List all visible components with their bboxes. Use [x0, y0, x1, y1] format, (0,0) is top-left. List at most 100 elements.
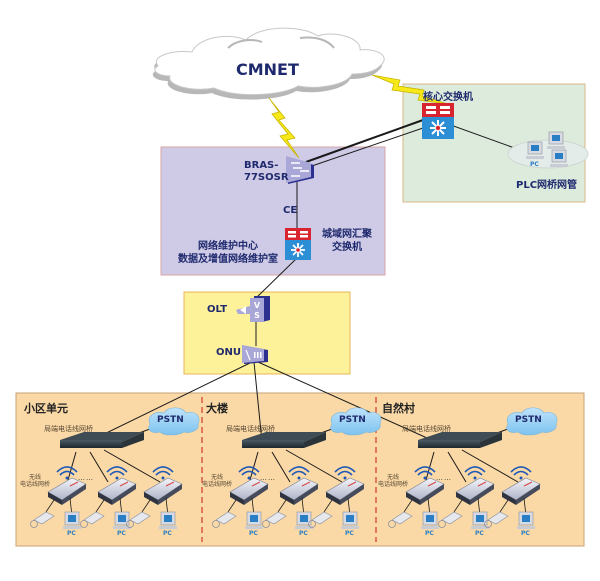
cmnet-label: CMNET — [236, 60, 299, 79]
bras-label-line2: 77SOSR — [244, 172, 289, 183]
pc-label: PC — [67, 530, 76, 537]
wireless-bridge-label: 无线电话线网桥 — [202, 474, 232, 488]
pc-label: PC — [345, 530, 354, 537]
telephone-icon — [126, 511, 151, 528]
wireless-bridge-icon — [143, 477, 183, 505]
pc-icon — [63, 511, 81, 529]
olt-icon: V S — [236, 296, 270, 322]
aggregation-switch-label: 城域网汇聚 交换机 — [322, 228, 372, 254]
telephone-icon — [438, 511, 463, 528]
bras-label-line1: BRAS- — [244, 160, 279, 171]
pc-label: PC — [475, 530, 484, 537]
wireless-bridge-icon — [501, 477, 541, 505]
site-title: 小区单元 — [24, 402, 68, 415]
pc-icon — [471, 511, 489, 529]
line-bridge-device-icon — [60, 432, 144, 448]
pstn-label: PSTN — [339, 415, 366, 425]
maintenance-center-label: 网络维护中心 数据及增值网络维护室 — [171, 240, 285, 266]
line-bridge-device-icon — [242, 432, 326, 448]
pc-icon — [295, 511, 313, 529]
wifi-icon — [334, 466, 356, 480]
telephone-icon — [484, 511, 509, 528]
wifi-icon — [152, 466, 174, 480]
wireless-bridge-icon — [455, 477, 495, 505]
pc-icon — [341, 511, 359, 529]
pstn-label: PSTN — [157, 415, 184, 425]
pc-icon — [421, 511, 439, 529]
pc-icon — [245, 511, 263, 529]
pc-icon — [547, 131, 565, 149]
pstn-label: PSTN — [515, 415, 542, 425]
pc-icon — [550, 149, 568, 167]
telephone-icon — [262, 511, 287, 528]
line-bridge-label: 局端电话线网桥 — [226, 425, 275, 433]
wireless-bridge-icon — [325, 477, 365, 505]
onu-icon — [242, 345, 268, 364]
telephone-icon — [212, 511, 237, 528]
wifi-icon — [288, 466, 310, 480]
aggregation-switch-label-line1: 城域网汇聚 — [322, 229, 372, 240]
lightning-icon — [268, 97, 300, 159]
wireless-bridge-icon — [229, 477, 269, 505]
bras-router-icon — [286, 156, 314, 184]
plc-management-label: PLC网桥网管 — [516, 180, 578, 191]
metro-zone-box — [160, 146, 386, 276]
ellipsis-label: …… — [436, 474, 452, 482]
ellipsis-label: …… — [78, 474, 94, 482]
wifi-icon — [238, 466, 260, 480]
pc-label: PC — [117, 530, 126, 537]
pc-label: PC — [299, 530, 308, 537]
wireless-bridge-label-line1: 无线 — [29, 474, 42, 481]
pc-label: PC — [249, 530, 258, 537]
wireless-bridge-label-line2: 电话线网桥 — [202, 481, 233, 488]
pc-icon — [517, 511, 535, 529]
wireless-bridge-icon — [279, 477, 319, 505]
wireless-bridge-label: 无线电话线网桥 — [20, 474, 50, 488]
cmnet-cloud — [152, 27, 385, 100]
line-bridge-label: 局端电话线网桥 — [402, 425, 451, 433]
ellipsis-label: …… — [260, 474, 276, 482]
maintenance-center-line2: 数据及增值网络维护室 — [178, 254, 278, 265]
site-group-3 — [388, 407, 558, 529]
onu-label: ONU — [216, 347, 241, 358]
wifi-icon — [510, 466, 532, 480]
aggregation-switch-icon — [285, 228, 311, 260]
site-group-1 — [30, 407, 200, 529]
line-bridge-label: 局端电话线网桥 — [44, 425, 93, 433]
pc-icon — [526, 141, 544, 159]
telephone-icon — [308, 511, 333, 528]
plc-management-group — [507, 131, 589, 169]
pc-label: PC — [163, 530, 172, 537]
wifi-icon — [106, 466, 128, 480]
wifi-icon — [464, 466, 486, 480]
pstn-cloud-icon — [148, 407, 200, 436]
aggregation-switch-label-line2: 交换机 — [332, 242, 362, 253]
telephone-icon — [80, 511, 105, 528]
ce-label: CE — [283, 205, 298, 216]
bras-label: BRAS- 77SOSR — [244, 160, 289, 184]
site-group-2 — [212, 407, 382, 529]
site-title: 大楼 — [206, 402, 228, 415]
pc-label: PC — [425, 530, 434, 537]
wireless-bridge-icon — [47, 477, 87, 505]
wireless-bridge-label-line2: 电话线网桥 — [378, 481, 409, 488]
sites-layer — [30, 407, 558, 529]
pc-icon — [113, 511, 131, 529]
svg-text:S: S — [254, 311, 260, 320]
pstn-cloud-icon — [330, 407, 382, 436]
wireless-bridge-label: 无线电话线网桥 — [378, 474, 408, 488]
network-links — [91, 119, 521, 443]
telephone-icon — [388, 511, 413, 528]
telephone-icon — [30, 511, 55, 528]
site-title: 自然村 — [382, 402, 415, 415]
line-bridge-device-icon — [418, 432, 502, 448]
wifi-icon — [56, 466, 78, 480]
core-switch-icon — [422, 103, 454, 139]
wifi-icon — [414, 466, 436, 480]
maintenance-center-line1: 网络维护中心 — [198, 241, 258, 252]
wireless-bridge-label-line1: 无线 — [387, 474, 400, 481]
wireless-bridge-icon — [405, 477, 445, 505]
pc-label: PC — [521, 530, 530, 537]
plc-pc-label: PC — [530, 161, 539, 168]
